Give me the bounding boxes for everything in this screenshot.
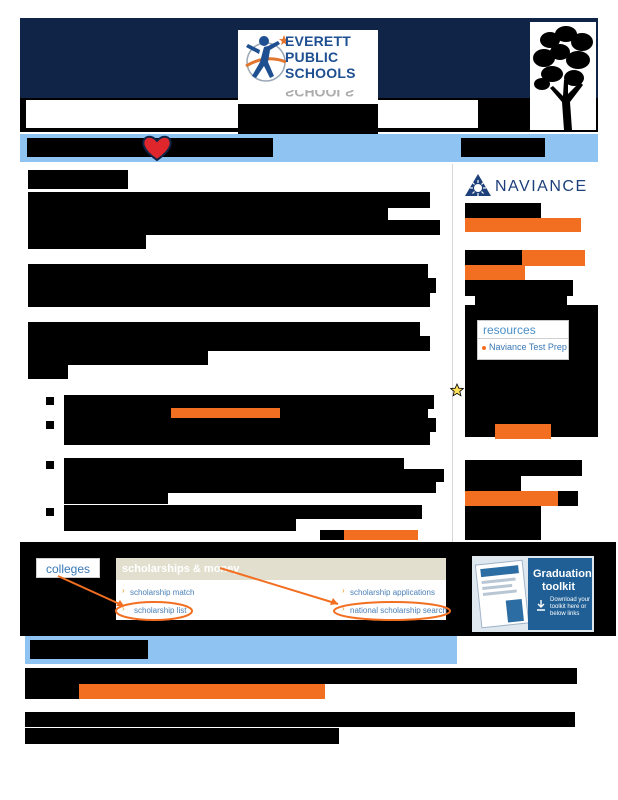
paragraph-3-line-2 [28,336,430,351]
sidebar [452,164,598,544]
bullet-icon [46,508,54,516]
list-item-3-line-4 [64,491,168,504]
sidebar-link-1[interactable] [465,218,581,232]
link-scholarship-match[interactable]: scholarship match [130,588,195,597]
list-item-2-line-2 [64,431,430,445]
paragraph-1-line-1 [28,192,430,208]
toolkit-subtitle-2: toolkit here or [550,604,587,610]
arrow-head-icon [330,598,338,605]
bottom-paragraph-1-link[interactable] [79,684,325,699]
colleges-tab-label: colleges [46,562,91,576]
bullet-icon [482,346,486,350]
sidebar-link-4[interactable] [465,491,558,506]
sidebar-redacted-6 [465,460,582,476]
naviance-logo[interactable]: NAVIANCE [465,172,597,202]
list-item-1-line-2b [280,408,428,418]
bottom-paragraph-2-line-2 [25,728,339,744]
highlight-ellipse-right [333,601,451,621]
chevron-right-icon: › [122,604,125,613]
sidebar-redacted-5 [465,410,575,424]
list-item-4-line-2 [64,518,296,531]
logo-text-public: PUBLIC [285,49,339,65]
link-national-scholarship-search[interactable]: national scholarship search [350,606,447,615]
bullet-icon [46,421,54,429]
toolkit-subtitle-3: below links [550,611,580,617]
logo-text-everett: EVERETT [285,33,351,49]
paragraph-3-line-4 [28,364,68,379]
logo-reflection-text: SCHOOLS [285,90,355,100]
scholarships-panel: scholarships & money › scholarship match… [116,558,447,620]
toolkit-title-line1: Graduation [533,568,592,580]
section-header-redacted [30,640,148,659]
list-item-4-line-1 [64,505,422,519]
section-heading-redacted [28,170,128,189]
paragraph-2-line-3 [28,292,430,307]
toolkit-title-panel: Graduation toolkit Download your toolkit… [528,558,592,630]
naviance-wordmark: NAVIANCE [495,178,588,195]
link-scholarship-list[interactable]: scholarship list [134,606,187,615]
runner-figure-icon [245,35,288,82]
tree-icon [530,22,596,130]
sidebar-link-2b[interactable] [465,265,525,281]
chevron-right-icon: › [342,604,345,613]
sidebar-redacted-7 [465,476,521,491]
resources-title: resources [483,323,536,337]
list-item-4-line-3a [320,530,344,540]
colleges-tab[interactable]: colleges [36,558,100,578]
scholarships-header-label: scholarships & money [122,563,240,575]
list-item-1-line-2a [64,408,171,418]
sidebar-link-3[interactable] [495,424,551,439]
bullet-icon [46,461,54,469]
sidebar-redacted-2 [465,250,523,266]
sidebar-redacted-9 [465,506,541,540]
paragraph-2-line-2 [28,278,436,293]
school-logo[interactable]: EVERETT PUBLIC SCHOOLS [238,30,378,90]
link-scholarship-applications[interactable]: scholarship applications [350,588,435,597]
list-item-3-line-3 [64,480,436,493]
bottom-paragraph-2-line-1 [25,712,575,727]
download-icon [536,598,546,616]
toolkit-booklet-icon [474,559,530,629]
sidebar-redacted-8 [558,491,578,506]
chevron-right-icon: › [342,586,345,595]
arrow-head-icon [116,600,124,606]
logo-text-schools: SCHOOLS [285,65,356,81]
sidebar-link-2a[interactable] [522,250,585,266]
scholarships-header: scholarships & money [116,558,446,580]
chevron-right-icon: › [122,586,125,595]
star-icon [449,382,465,402]
list-item-1-line-1 [64,395,434,409]
list-item-1-link[interactable] [171,408,280,418]
paragraph-1-line-2 [28,207,388,222]
toolkit-title-line2: toolkit [542,581,575,593]
bottom-paragraph-1-line-2a [25,684,79,699]
resources-link-naviance-test-prep[interactable]: Naviance Test Prep [489,342,567,352]
paragraph-3-line-1 [28,322,420,337]
paragraph-1-line-3 [28,220,440,235]
paragraph-3-line-3 [28,350,208,365]
sidebar-redacted-3 [465,280,573,296]
list-item-4-link[interactable] [344,530,418,540]
list-item-3-line-2 [64,469,444,482]
naviance-sun-icon [465,174,491,196]
sidebar-redacted-4 [475,295,567,305]
resources-box: resources Naviance Test Prep [477,320,569,360]
toolkit-subtitle-1: Download your [550,597,591,603]
logo-reflection: SCHOOLS [238,90,378,104]
graduation-toolkit-banner[interactable]: Graduation toolkit Download your toolkit… [472,556,594,632]
paragraph-2-line-1 [28,264,428,279]
nav-redacted-right[interactable] [461,138,545,157]
list-item-2-line-1 [64,418,436,432]
bottom-paragraph-1-line-1 [25,668,577,684]
sidebar-redacted-1 [465,203,541,219]
heart-icon [140,134,174,167]
highlight-ellipse-left [115,601,193,621]
resources-divider [478,338,568,339]
list-item-3-line-1 [64,458,404,471]
paragraph-1-line-4 [28,234,146,249]
bullet-icon [46,397,54,405]
annotation-arrows [57,567,451,621]
